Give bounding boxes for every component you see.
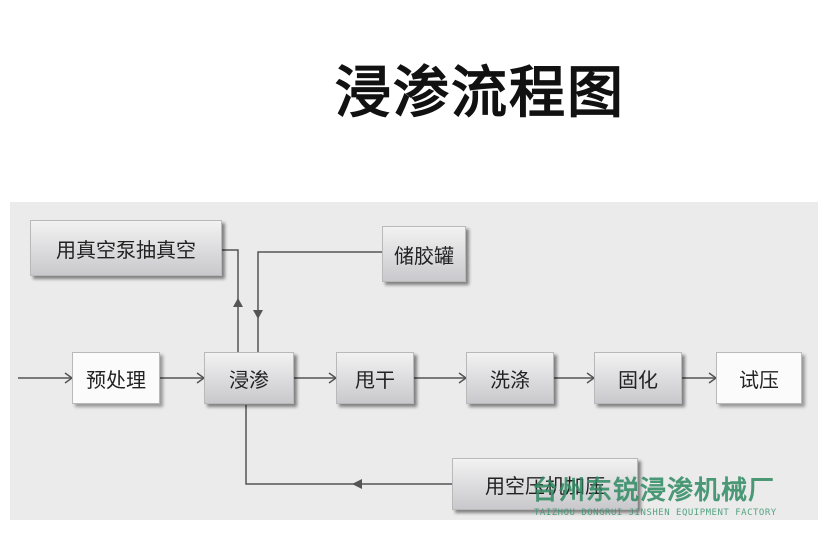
node-vacuum-pump: 用真空泵抽真空	[30, 220, 222, 276]
watermark-company: 台州东锐浸渗机械厂	[532, 476, 776, 506]
node-pretreatment: 预处理	[72, 352, 160, 404]
page-title: 浸渗流程图	[335, 60, 625, 126]
node-storage-tank: 储胶罐	[382, 226, 466, 282]
node-pressure-test: 试压	[716, 352, 802, 404]
node-air-compressor: 用空压机加压	[452, 458, 638, 510]
line-vacuum-down	[222, 249, 239, 300]
arrow-storage-to-impregnate	[253, 251, 382, 319]
node-wash: 洗涤	[466, 352, 554, 404]
watermark-company-en: TAIZHOU DONGRUI JINSHEN EQUIPMENT FACTOR…	[534, 508, 777, 518]
compressor-arrowhead	[352, 479, 362, 489]
node-spin-dry: 甩干	[336, 352, 414, 404]
arrow-compressor-to-impregnate	[245, 405, 452, 485]
node-cure: 固化	[594, 352, 682, 404]
node-impregnation: 浸渗	[204, 352, 294, 404]
